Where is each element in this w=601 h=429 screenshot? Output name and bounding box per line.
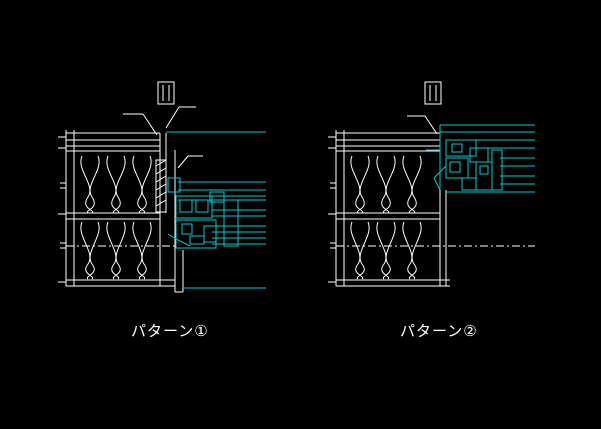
pattern-1-detail xyxy=(58,81,266,293)
wall-section xyxy=(65,130,184,293)
pattern-2-label: パターン② xyxy=(400,322,478,340)
hatched-block xyxy=(155,159,167,213)
wall-section xyxy=(335,130,450,287)
leader-callouts xyxy=(123,106,203,169)
window-frame-2 xyxy=(426,124,535,193)
window-frame-1 xyxy=(166,131,266,289)
insulation-lower xyxy=(350,221,422,280)
insulation-upper xyxy=(80,155,152,214)
column-stub xyxy=(157,81,175,105)
pattern-1-label: パターン① xyxy=(131,322,209,340)
edge-ticks xyxy=(328,136,336,283)
edge-ticks xyxy=(58,136,66,283)
insulation-upper xyxy=(350,155,422,214)
insulation-lower xyxy=(80,221,152,280)
leader-callouts xyxy=(407,115,438,135)
column-stub xyxy=(424,81,442,105)
pattern-2-detail xyxy=(328,81,535,287)
